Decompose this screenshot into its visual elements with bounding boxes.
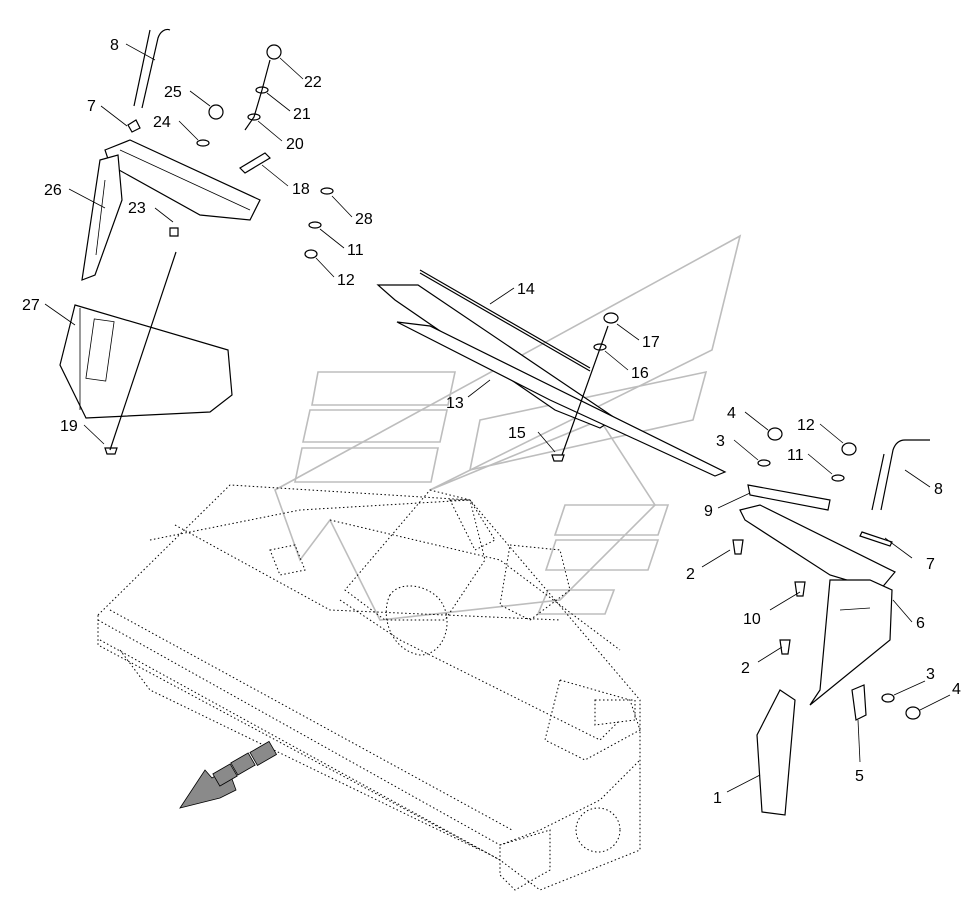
left-handle-rod [133, 28, 171, 109]
callout-8a: 8 [110, 37, 119, 54]
callout-26: 26 [44, 182, 62, 199]
callout-15: 15 [508, 425, 526, 442]
snowblower-housing [97, 484, 641, 891]
left-chute-deflector [81, 139, 261, 281]
callout-2a: 2 [686, 566, 695, 583]
callout-19: 19 [60, 418, 78, 435]
brand-watermark-logo [274, 234, 742, 621]
callout-12b: 12 [797, 417, 815, 434]
callout-7a: 7 [87, 98, 96, 115]
callout-27: 27 [22, 297, 40, 314]
callout-21: 21 [293, 106, 311, 123]
callout-28: 28 [355, 211, 373, 228]
right-chute-deflector [739, 484, 896, 816]
callout-7b: 7 [926, 556, 935, 573]
right-handle-rod [871, 439, 930, 511]
left-hardware [104, 44, 334, 455]
callout-5: 5 [855, 768, 864, 785]
right-hardware [732, 427, 921, 721]
front-direction-arrow-icon [179, 740, 278, 809]
callout-25: 25 [164, 84, 182, 101]
callout-12a: 12 [337, 272, 355, 289]
center-deflector [376, 269, 727, 477]
callout-16: 16 [631, 365, 649, 382]
callout-2b: 2 [741, 660, 750, 677]
left-chute-side-plate [59, 304, 233, 419]
callout-3a: 3 [716, 433, 725, 450]
callout-8b: 8 [934, 481, 943, 498]
callout-20: 20 [286, 136, 304, 153]
callout-11b: 11 [787, 447, 804, 464]
callout-14: 14 [517, 281, 535, 298]
callout-24: 24 [153, 114, 171, 131]
callout-1: 1 [713, 790, 722, 807]
callout-6: 6 [916, 615, 925, 632]
callout-4b: 4 [952, 681, 961, 698]
leader-lines [44, 43, 951, 793]
callout-4a: 4 [727, 405, 736, 422]
callout-22: 22 [304, 74, 322, 91]
callout-23: 23 [128, 200, 146, 217]
callout-9: 9 [704, 503, 713, 520]
callout-10: 10 [743, 611, 761, 628]
callout-11a: 11 [347, 242, 364, 259]
callout-13: 13 [446, 395, 464, 412]
callout-labels: 8 22 25 21 7 24 20 18 26 23 28 11 12 14 … [22, 37, 961, 807]
callout-18: 18 [292, 181, 310, 198]
callout-3b: 3 [926, 666, 935, 683]
callout-17: 17 [642, 334, 660, 351]
